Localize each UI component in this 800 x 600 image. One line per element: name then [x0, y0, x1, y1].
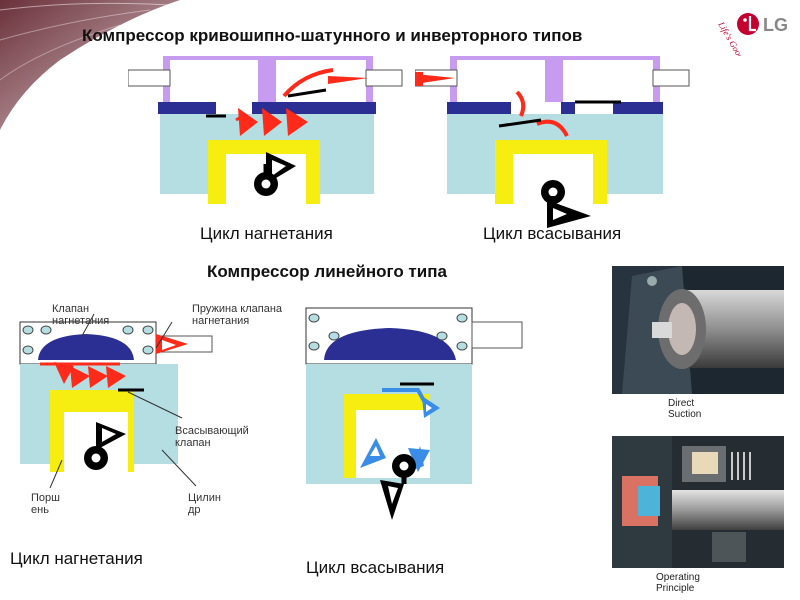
- linear-title: Компрессор линейного типа: [207, 262, 447, 281]
- diagram-crank-suction: [415, 56, 690, 228]
- diagram-linear-suction: [305, 307, 523, 520]
- label-discharge-valve: Клапан нагнетания: [52, 303, 110, 327]
- diagram-crank-discharge: [128, 56, 403, 204]
- label-discharge-spring: Пружина клапана нагнетания: [192, 303, 283, 327]
- cycle-label-top-left: Цикл нагнетания: [200, 224, 333, 243]
- label-suction-valve: Всасывающий клапан: [175, 425, 249, 449]
- caption-direct-suction: Direct Suction: [668, 398, 702, 420]
- lg-logo: LG Life's Good: [716, 13, 788, 56]
- lg-logo-text: LG: [763, 15, 788, 35]
- cycle-label-top-right: Цикл всасывания: [483, 224, 622, 243]
- label-piston: Порш ень: [31, 492, 60, 516]
- photo-operating-principle: [612, 436, 784, 568]
- label-cylinder: Цилин др: [188, 492, 221, 516]
- cycle-label-bottom-right: Цикл всасывания: [306, 558, 445, 577]
- cycle-label-bottom-left: Цикл нагнетания: [10, 549, 143, 568]
- photo-direct-suction: [612, 266, 784, 394]
- top-title: Компрессор кривошипно-шатунного и инверт…: [82, 26, 583, 45]
- caption-operating-principle: Operating Principle: [656, 572, 700, 594]
- diagram-linear-discharge: [19, 313, 213, 489]
